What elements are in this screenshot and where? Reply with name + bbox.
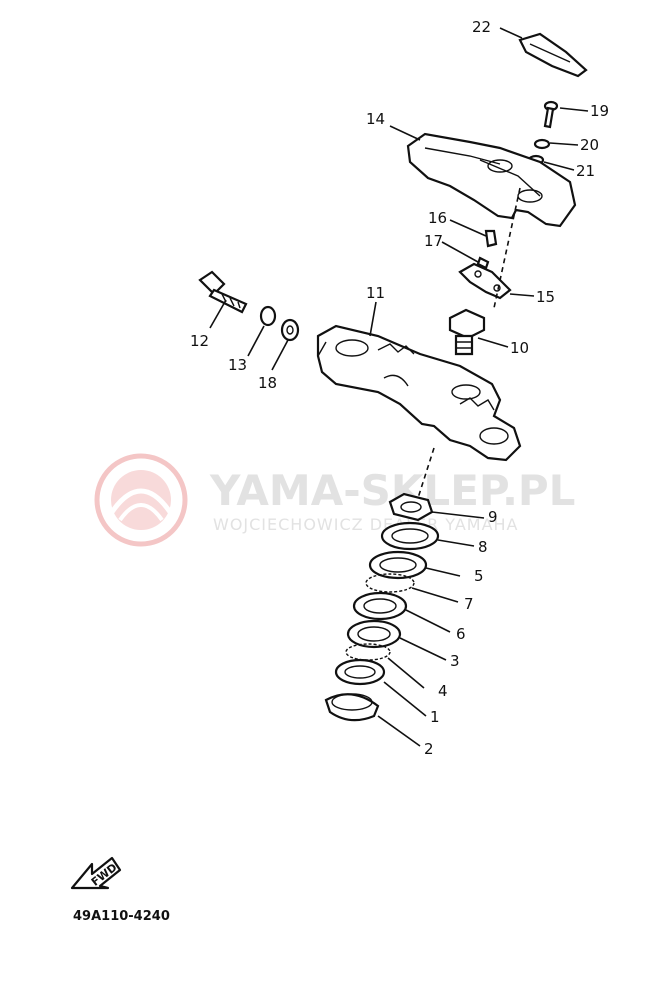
part-14-upper-bracket — [406, 132, 577, 228]
label-part-9: 9 — [488, 508, 498, 526]
label-part-15: 15 — [536, 288, 555, 306]
label-part-4: 4 — [438, 682, 448, 700]
label-part-3: 3 — [450, 652, 460, 670]
label-part-13: 13 — [228, 356, 247, 374]
label-part-1: 1 — [430, 708, 440, 726]
label-part-2: 2 — [424, 740, 434, 758]
label-part-7: 7 — [464, 595, 474, 613]
part-8-washer — [380, 521, 440, 551]
label-part-17: 17 — [424, 232, 443, 250]
leader-lines — [209, 27, 589, 747]
label-part-16: 16 — [428, 209, 447, 227]
part-2-seal — [324, 693, 380, 722]
part-20-washer — [533, 138, 551, 150]
part-6-race — [352, 591, 408, 621]
part-19-bolt — [543, 100, 559, 129]
part-10-nut — [448, 308, 486, 356]
part-13-nut — [259, 305, 277, 327]
part-1-race — [334, 658, 386, 686]
part-labels: 22 19 20 21 14 16 17 15 10 11 12 13 18 9… — [190, 18, 609, 758]
watermark-subtitle: WOJCIECHOWICZ DEALER YAMAHA — [213, 515, 519, 534]
label-part-14: 14 — [366, 110, 385, 128]
watermark-logo — [94, 453, 188, 547]
label-part-18: 18 — [258, 374, 277, 392]
part-16-bolt — [484, 229, 498, 248]
part-7-balls — [365, 573, 415, 593]
label-part-22: 22 — [472, 18, 491, 36]
label-part-19: 19 — [590, 102, 609, 120]
label-part-20: 20 — [580, 136, 599, 154]
label-part-11: 11 — [366, 284, 385, 302]
part-3-race — [346, 619, 402, 649]
label-part-12: 12 — [190, 332, 209, 350]
part-17-clip — [476, 256, 490, 270]
part-11-under-bracket — [316, 324, 522, 462]
label-part-10: 10 — [510, 339, 529, 357]
label-part-21: 21 — [576, 162, 595, 180]
part-5-race — [368, 550, 428, 580]
part-12-bolt — [198, 270, 248, 314]
label-part-8: 8 — [478, 538, 488, 556]
part-22-cover — [518, 32, 588, 78]
part-18-washer — [280, 318, 300, 342]
label-part-5: 5 — [474, 567, 484, 585]
part-4-balls — [345, 643, 391, 661]
watermark: YAMA-SKLEP.PL WOJCIECHOWICZ DEALER YAMAH… — [94, 453, 575, 547]
figure-code: 49A110-4240 — [73, 909, 170, 924]
fwd-arrow-icon: FWD — [70, 856, 122, 890]
label-part-6: 6 — [456, 625, 466, 643]
